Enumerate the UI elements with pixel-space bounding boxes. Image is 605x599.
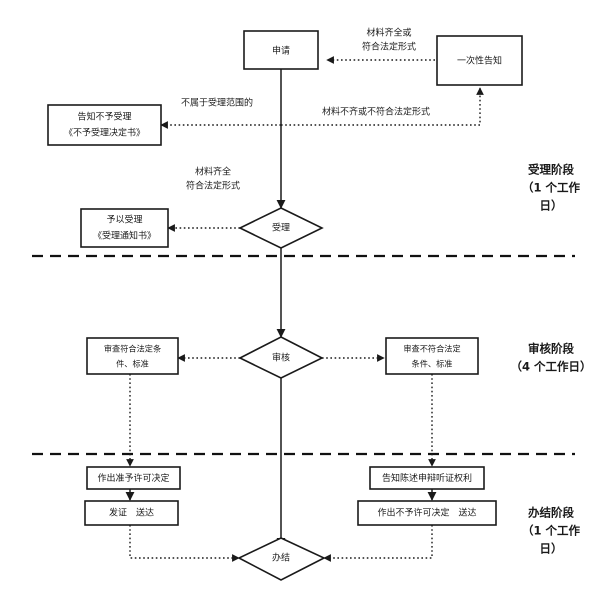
stage-label-review: 审核阶段 （4 个工作日） <box>510 342 591 374</box>
node-accept[interactable]: 受理 <box>238 207 324 249</box>
node-issue-deliver[interactable]: 发证 送达 <box>84 500 179 526</box>
stage-label-accept: 受理阶段 （1 个工作 日） <box>522 163 581 213</box>
stage-label-complete: 办结阶段 （1 个工作 日） <box>522 506 581 556</box>
node-review-pass-label-line2: 件、标准 <box>116 359 149 369</box>
node-review-fail-label-line1: 审查不符合法定 <box>403 344 460 354</box>
node-review-label: 审核 <box>272 352 290 364</box>
node-accept-notice[interactable]: 予以受理 《受理通知书》 <box>80 208 169 248</box>
node-apply[interactable]: 申请 <box>243 30 319 70</box>
node-approve-decision-label: 作出准予许可决定 <box>97 472 169 484</box>
node-deny-decision-label: 作出不予许可决定 送达 <box>377 507 476 519</box>
node-one-time-notice-label: 一次性告知 <box>457 55 502 67</box>
node-hearing-rights[interactable]: 告知陈述申辩听证权利 <box>369 466 485 490</box>
node-issue-deliver-label: 发证 送达 <box>109 507 154 519</box>
stage-label-review-line2: （4 个工作日） <box>510 360 591 374</box>
node-review[interactable]: 审核 <box>238 336 324 379</box>
stage-label-complete-line1: 办结阶段 <box>528 506 574 520</box>
node-apply-label: 申请 <box>272 45 290 57</box>
edge-label-materials-incomplete: 材料不齐或不符合法定形式 <box>322 106 430 118</box>
node-deny-decision[interactable]: 作出不予许可决定 送达 <box>357 500 497 526</box>
node-complete[interactable]: 办结 <box>237 537 326 581</box>
node-hearing-rights-label: 告知陈述申辩听证权利 <box>382 472 472 484</box>
node-reject-notice[interactable]: 告知不予受理 《不予受理决定书》 <box>47 104 162 146</box>
edge-label-materials-ok-line2: 符合法定形式 <box>362 41 416 53</box>
node-accept-notice-label-line2: 《受理通知书》 <box>93 230 156 242</box>
edge-deny-to-complete <box>323 525 433 562</box>
node-reject-notice-label-line2: 《不予受理决定书》 <box>64 127 145 139</box>
node-approve-decision[interactable]: 作出准予许可决定 <box>86 466 181 490</box>
stage-label-accept-line2: （1 个工作 <box>522 181 581 195</box>
edge-label-materials-complete-line1: 材料齐全 <box>195 166 231 178</box>
edge-label-out-of-scope: 不属于受理范围的 <box>181 97 253 109</box>
edge-label-materials-complete-line2: 符合法定形式 <box>186 180 240 192</box>
node-accept-label: 受理 <box>272 222 290 234</box>
stage-label-complete-line3: 日） <box>540 542 563 556</box>
node-accept-notice-label-line1: 予以受理 <box>106 214 142 226</box>
node-complete-label: 办结 <box>272 552 290 564</box>
stage-label-review-line1: 审核阶段 <box>528 342 574 356</box>
node-review-pass-label-line1: 审查符合法定条 <box>104 344 161 354</box>
node-review-fail[interactable]: 审查不符合法定 条件、标准 <box>385 337 479 375</box>
node-one-time-notice[interactable]: 一次性告知 <box>436 35 523 86</box>
edge-issue-to-complete <box>129 525 240 562</box>
stage-label-complete-line2: （1 个工作 <box>522 524 581 538</box>
stage-label-accept-line3: 日） <box>540 199 563 213</box>
stage-label-accept-line1: 受理阶段 <box>528 163 574 177</box>
node-review-fail-label-line2: 条件、标准 <box>412 359 453 369</box>
node-reject-notice-label-line1: 告知不予受理 <box>77 111 131 123</box>
edge-apply-to-notice <box>281 87 484 126</box>
node-review-pass[interactable]: 审查符合法定条 件、标准 <box>86 337 179 375</box>
edge-label-materials-ok-line1: 材料齐全或 <box>366 27 411 39</box>
